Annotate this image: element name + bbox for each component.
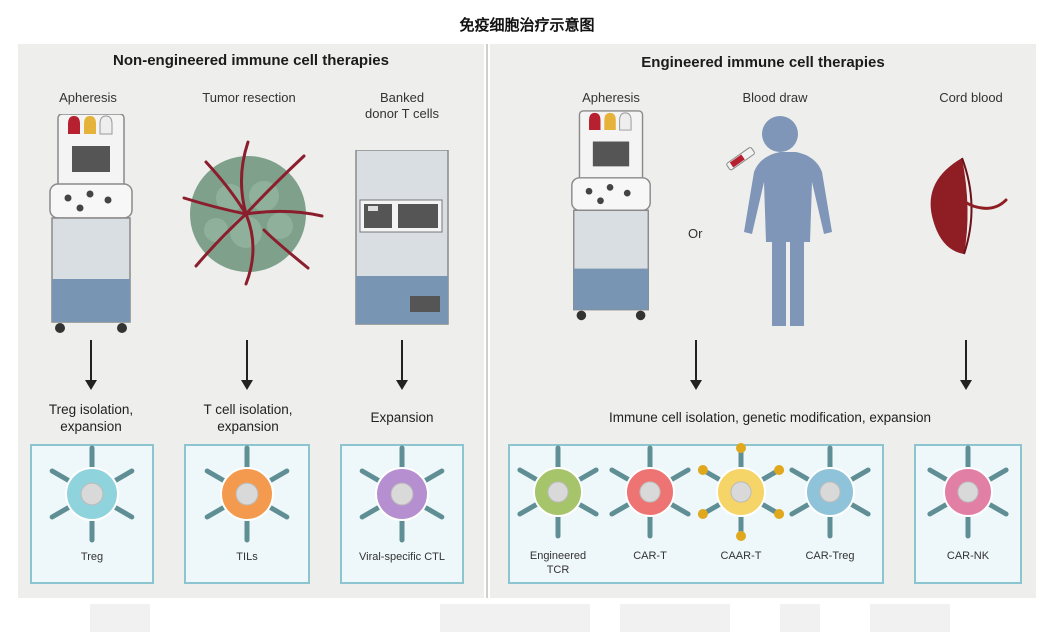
receptor	[265, 468, 290, 485]
receptor	[110, 503, 135, 520]
autoantigen	[774, 465, 785, 475]
watermark-fragment	[440, 604, 590, 632]
cell-nucleus	[80, 482, 104, 506]
receptor	[110, 468, 135, 485]
cell-label-car-treg: CAR-Treg	[805, 550, 855, 562]
receptor	[49, 468, 74, 485]
source-label-tumor-resection: Tumor resection	[202, 90, 296, 105]
source-label-blood-draw: Blood draw	[742, 90, 808, 105]
receptor	[574, 500, 599, 517]
cell-label-car-nk: CAR-NK	[946, 550, 990, 562]
receptor	[846, 467, 871, 484]
receptor	[517, 467, 542, 484]
tumor-illustration	[176, 138, 326, 288]
autoantigen	[774, 509, 785, 519]
cell-label-caar-t: CAAR-T	[720, 550, 762, 562]
source-label-cord-blood: Cord blood	[939, 90, 1003, 105]
autoantigen	[697, 465, 708, 475]
source-label-apheresis-right: Apheresis	[582, 90, 640, 105]
receptor	[609, 467, 634, 484]
arrow-down-cord-blood	[956, 340, 976, 392]
watermark-fragment	[780, 604, 820, 632]
step-label-ctl: Expansion	[370, 410, 434, 425]
receptor	[609, 500, 634, 517]
receptor	[984, 467, 1009, 484]
autoantigen	[736, 531, 746, 541]
person-silhouette-illustration	[724, 112, 834, 328]
watermark-fragment	[90, 604, 150, 632]
cord-blood-placenta-illustration	[924, 150, 1014, 260]
cell-label-tils: TILs	[236, 551, 258, 563]
receptor	[789, 467, 814, 484]
receptor	[927, 500, 952, 517]
engineered-tcr-cell-illustration	[517, 445, 599, 539]
right-panel-heading: Engineered immune cell therapies	[641, 54, 885, 71]
watermark-fragment	[870, 604, 950, 632]
receptor	[666, 500, 691, 517]
arrow-down-tils	[237, 340, 257, 392]
ctl-cell-illustration	[359, 445, 445, 543]
cell-nucleus	[547, 481, 569, 503]
receptor	[574, 467, 599, 484]
freezer-illustration	[354, 150, 450, 330]
receptor	[846, 500, 871, 517]
apheresis-machine-illustration-right	[568, 110, 654, 324]
tils-cell-illustration	[204, 445, 290, 543]
car-treg-cell-illustration	[789, 445, 871, 539]
cell-nucleus	[957, 481, 979, 503]
cell-label-engineered-tcr: Engineered TCR	[529, 550, 587, 576]
step-label-treg: Treg isolation, expansion	[48, 402, 134, 434]
arrow-down-engineered	[686, 340, 706, 392]
receptor	[265, 503, 290, 520]
step-label-engineered: Immune cell isolation, genetic modificat…	[609, 410, 931, 425]
treg-cell-illustration	[49, 445, 135, 543]
cell-nucleus	[639, 481, 661, 503]
caar-t-cell-illustration	[697, 443, 785, 541]
receptor	[204, 503, 229, 520]
source-label-banked-donor: Banked donor T cells	[365, 90, 439, 121]
receptor	[204, 468, 229, 485]
receptor	[927, 467, 952, 484]
figure-title: 免疫细胞治疗示意图	[459, 16, 595, 34]
receptor	[984, 500, 1009, 517]
car-nk-cell-illustration	[927, 445, 1009, 539]
cell-label-car-t: CAR-T	[633, 550, 667, 562]
autoantigen	[697, 509, 708, 519]
arrow-down-ctl	[392, 340, 412, 392]
source-label-apheresis-left: Apheresis	[59, 90, 117, 105]
cell-nucleus	[819, 481, 841, 503]
cell-nucleus	[235, 482, 259, 506]
step-label-tils: T cell isolation, expansion	[203, 402, 293, 434]
receptor	[666, 467, 691, 484]
watermark-fragment	[620, 604, 730, 632]
cell-label-treg: Treg	[80, 551, 104, 563]
receptor	[420, 468, 445, 485]
car-t-cell-illustration	[609, 445, 691, 539]
cell-label-ctl: Viral-specific CTL	[359, 551, 445, 563]
receptor	[49, 503, 74, 520]
receptor	[517, 500, 542, 517]
left-panel-heading: Non-engineered immune cell therapies	[113, 52, 389, 69]
apheresis-machine-illustration-left	[46, 114, 136, 336]
panel-divider	[486, 44, 488, 598]
or-label: Or	[688, 226, 703, 241]
cell-nucleus	[390, 482, 414, 506]
autoantigen	[736, 443, 746, 453]
receptor	[789, 500, 814, 517]
cell-nucleus	[730, 481, 752, 503]
arrow-down-treg	[81, 340, 101, 392]
receptor	[359, 503, 384, 520]
receptor	[420, 503, 445, 520]
receptor	[359, 468, 384, 485]
